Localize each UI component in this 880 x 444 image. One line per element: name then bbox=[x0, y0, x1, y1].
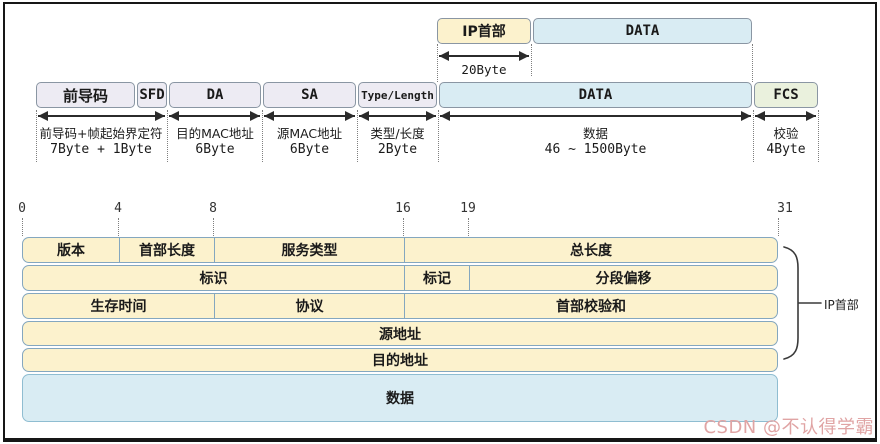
note-sa: 源MAC地址 6Byte bbox=[263, 126, 356, 158]
size-arrow-fcs bbox=[755, 111, 816, 121]
note-da: 目的MAC地址 6Byte bbox=[169, 126, 261, 158]
note-line2: 6Byte bbox=[289, 142, 330, 157]
note-line1: 校验 bbox=[773, 126, 799, 141]
ruler-number-8: 8 bbox=[209, 201, 217, 216]
ruler-number-16: 16 bbox=[395, 201, 411, 216]
frame-field-fcs: FCS bbox=[754, 82, 818, 108]
ip-row-data: 数据 bbox=[22, 374, 778, 422]
frame-field-preamble: 前导码 bbox=[36, 82, 135, 108]
ip-header-size-arrow bbox=[439, 51, 529, 61]
ip-packet-header-box: IP首部 bbox=[437, 18, 531, 44]
cell-source-address: 源地址 bbox=[379, 326, 421, 343]
ruler-tick bbox=[403, 218, 404, 236]
size-arrow-sa bbox=[264, 111, 355, 121]
note-line2: 4Byte bbox=[766, 142, 806, 157]
note-line2: 46 ~ 1500Byte bbox=[544, 142, 647, 157]
note-line2: 2Byte bbox=[377, 142, 418, 157]
ruler-tick bbox=[778, 218, 779, 236]
ip-row-3: 生存时间 协议 首部校验和 bbox=[22, 293, 778, 319]
ip-header-brace bbox=[783, 246, 822, 360]
cell-fragment-offset: 分段偏移 bbox=[469, 266, 777, 290]
ip-row-1: 版本 首部长度 服务类型 总长度 bbox=[22, 237, 778, 263]
ip-header-size-label: 20Byte bbox=[461, 62, 507, 77]
ip-header-brace-label: IP首部 bbox=[824, 298, 859, 312]
ruler-tick bbox=[468, 218, 469, 236]
ruler-tick bbox=[22, 218, 23, 236]
ruler-number-19: 19 bbox=[460, 201, 476, 216]
ip-row-5: 目的地址 bbox=[22, 348, 778, 372]
guide-line bbox=[438, 110, 439, 162]
cell-flags: 标记 bbox=[404, 266, 469, 290]
note-line1: 数据 bbox=[582, 126, 608, 141]
guide-line bbox=[818, 110, 819, 162]
guide-line bbox=[531, 44, 532, 76]
cell-ip-data: 数据 bbox=[386, 391, 414, 407]
ip-row-4: 源地址 bbox=[22, 321, 778, 346]
note-type-length: 类型/长度 2Byte bbox=[358, 126, 437, 158]
cell-service-type: 服务类型 bbox=[214, 238, 404, 262]
guide-line bbox=[36, 110, 37, 162]
guide-line bbox=[437, 44, 438, 82]
cell-ttl: 生存时间 bbox=[90, 299, 147, 315]
note-line1: 类型/长度 bbox=[370, 126, 425, 141]
note-data: 数据 46 ~ 1500Byte bbox=[439, 126, 752, 158]
note-line1: 目的MAC地址 bbox=[176, 126, 254, 141]
size-arrow-preamble bbox=[38, 111, 165, 121]
note-line2: 7Byte + 1Byte bbox=[50, 142, 152, 157]
cell-protocol: 协议 bbox=[214, 294, 404, 318]
frame-field-sfd: SFD bbox=[137, 82, 167, 108]
note-line2: 6Byte bbox=[195, 142, 235, 157]
ip-row-2: 标识 标记 分段偏移 bbox=[22, 265, 778, 291]
guide-line bbox=[262, 110, 263, 162]
cell-destination-address: 目的地址 bbox=[372, 353, 428, 369]
size-arrow-da bbox=[169, 111, 260, 121]
csdn-watermark: CSDN @不认得学霸 bbox=[703, 417, 874, 438]
ruler-tick bbox=[213, 218, 214, 236]
frame-field-data: DATA bbox=[439, 82, 752, 108]
note-preamble: 前导码+帧起始界定符 7Byte + 1Byte bbox=[35, 126, 167, 158]
guide-line bbox=[753, 110, 754, 162]
cell-identification: 标识 bbox=[199, 271, 228, 287]
guide-line bbox=[167, 110, 168, 162]
frame-field-da: DA bbox=[169, 82, 261, 108]
frame-field-sa: SA bbox=[263, 82, 356, 108]
cell-total-length: 总长度 bbox=[404, 238, 777, 262]
ruler-number-31: 31 bbox=[777, 201, 793, 216]
ruler-tick bbox=[118, 218, 119, 236]
ip-packet-data-box: DATA bbox=[533, 18, 752, 44]
note-line1: 源MAC地址 bbox=[276, 126, 343, 141]
size-arrow-type-length bbox=[359, 111, 436, 121]
ruler-number-0: 0 bbox=[18, 201, 26, 216]
frame-field-type-length: Type/Length bbox=[358, 82, 437, 108]
note-line1: 前导码+帧起始界定符 bbox=[39, 126, 163, 141]
cell-version: 版本 bbox=[57, 243, 85, 259]
guide-line bbox=[752, 44, 753, 82]
ruler-number-4: 4 bbox=[114, 201, 122, 216]
cell-header-checksum: 首部校验和 bbox=[404, 294, 777, 318]
size-arrow-data bbox=[440, 111, 751, 121]
note-fcs: 校验 4Byte bbox=[754, 126, 818, 158]
guide-line bbox=[357, 110, 358, 162]
cell-header-length: 首部长度 bbox=[119, 238, 214, 262]
